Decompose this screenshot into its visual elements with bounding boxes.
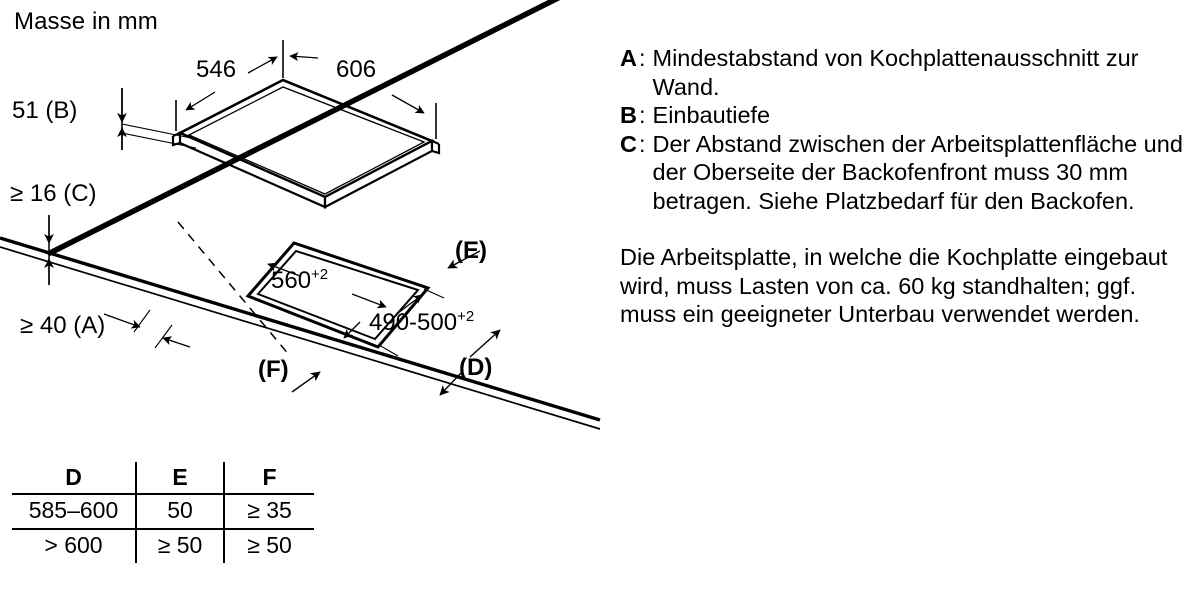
legend-item-a: A: Mindestabstand von Kochplattenausschn… xyxy=(620,44,1190,101)
legend-item-b: B: Einbautiefe xyxy=(620,101,1190,130)
legend-key-b: B xyxy=(620,102,637,128)
dimension-label-606: 606 xyxy=(336,56,377,83)
dim-490-value: 490-500 xyxy=(369,309,458,336)
table-cell-e-2: ≥ 50 xyxy=(135,529,224,563)
leader-51-top xyxy=(121,123,197,140)
worktop-upper-plane xyxy=(47,0,561,256)
dimension-label-490-500: 490-500+2 xyxy=(369,308,475,336)
callout-d-arrow-down xyxy=(439,371,463,396)
callout-e-text: (E) xyxy=(455,237,487,264)
legend-colon-b: : xyxy=(638,102,646,128)
worktop-cutout xyxy=(245,241,431,349)
callout-d-arrow-up xyxy=(469,329,501,358)
table-header-f: F xyxy=(223,462,314,495)
callout-label-e: (E) xyxy=(455,238,487,264)
dim-490-superscript: +2 xyxy=(457,308,475,325)
legend-key-c: C xyxy=(620,130,637,157)
table-row: 585–600 50 ≥ 35 xyxy=(12,494,314,530)
callout-e-leader xyxy=(447,250,481,269)
table-header-e: E xyxy=(135,462,224,495)
dim-arrow-606-left xyxy=(289,52,319,62)
table-cell-f-1: ≥ 35 xyxy=(223,494,314,530)
worktop-front-edge-inner xyxy=(0,246,601,430)
dimension-label-40-a: ≥ 40 (A) xyxy=(20,312,106,339)
dimension-label-51-b: 51 (B) xyxy=(12,98,77,124)
worktop-lower-plane xyxy=(0,236,601,430)
callout-label-f: (F) xyxy=(258,357,289,383)
legend-item-c: C: Der Abstand zwischen der Arbeitsplatt… xyxy=(620,130,1190,216)
dim-arrow-560-left xyxy=(267,262,301,277)
dimension-label-51-b-text: 51 (B) xyxy=(12,97,78,124)
dim-arrow-490-up xyxy=(397,294,423,314)
table-cell-e-1: 50 xyxy=(135,494,224,530)
worktop-upper-edge-thick xyxy=(47,0,561,256)
leader-51-bottom xyxy=(121,132,197,149)
dimension-label-16-c: ≥ 16 (C) xyxy=(10,180,97,207)
dim-560-superscript: +2 xyxy=(311,266,329,283)
dimension-label-560: 560+2 xyxy=(271,266,329,294)
table-cell-d-2: > 600 xyxy=(44,532,103,558)
dimension-560 xyxy=(267,262,387,309)
dim-arrow-546-left xyxy=(185,91,216,111)
dimension-table: D E F 585–600 50 ≥ 35 > 600 ≥ 50 ≥ 50 xyxy=(12,462,314,563)
ext-490-top xyxy=(423,288,445,299)
ext-40-b xyxy=(154,324,173,349)
dim-arrow-40-right xyxy=(103,313,141,329)
callout-d-text: (D) xyxy=(459,354,493,381)
callout-d-leader xyxy=(439,329,501,396)
table-row: > 600 ≥ 50 ≥ 50 xyxy=(12,529,314,563)
dimension-40-a xyxy=(103,309,191,349)
dimension-51-b xyxy=(117,88,197,150)
dim-arrow-546-right xyxy=(247,56,278,74)
dim-arrow-490-down xyxy=(343,321,361,339)
legend-colon-c: : xyxy=(638,130,646,157)
dimension-label-546: 546 xyxy=(196,56,237,83)
ext-40-a xyxy=(133,309,151,333)
hob-right-lip xyxy=(431,139,441,155)
callout-f-arrow xyxy=(291,371,321,393)
legend-text-a: Mindestabstand von Kochplattenausschnitt… xyxy=(652,45,1139,100)
dim-560-value: 560 xyxy=(271,267,312,294)
dimension-546 xyxy=(175,40,284,131)
table-header-d: D xyxy=(12,462,136,495)
load-capacity-paragraph: Die Arbeitsplatte, in welche die Kochpla… xyxy=(620,244,1168,327)
legend-text-c: Der Abstand zwischen der Arbeitsplattenf… xyxy=(652,130,1183,214)
hob-body xyxy=(171,78,441,209)
hob-top-face xyxy=(176,78,436,199)
dashed-alignment-line xyxy=(177,221,291,357)
projection-dashed-line xyxy=(177,221,291,357)
callout-label-d: (D) xyxy=(459,355,492,381)
callout-f-leader xyxy=(291,371,321,393)
dimension-490-500 xyxy=(343,288,445,357)
hob-glass-bevel xyxy=(187,86,426,195)
dim-arrow-606-right xyxy=(391,94,425,114)
legend-colon-a: : xyxy=(638,45,646,71)
ext-490-bottom xyxy=(378,344,399,357)
worktop-front-edge-outer xyxy=(0,236,601,422)
dimension-606 xyxy=(289,52,437,139)
table-cell-d-1: 585–600 xyxy=(12,494,136,530)
legend-notes: A: Mindestabstand von Kochplattenausschn… xyxy=(620,44,1190,329)
dim-arrow-560-right xyxy=(351,293,387,309)
dim-arrow-40-left xyxy=(162,336,191,348)
installation-diagram xyxy=(0,0,601,430)
callout-e-arrow xyxy=(447,250,481,269)
page-title: Masse in mm xyxy=(14,8,158,35)
legend-text-b: Einbautiefe xyxy=(652,102,771,128)
cutout-inner xyxy=(256,249,420,341)
table-header-row: D E F xyxy=(12,462,314,495)
legend-key-a: A xyxy=(620,45,637,71)
table-cell-f-2: ≥ 50 xyxy=(223,529,314,563)
callout-f-text: (F) xyxy=(258,356,289,383)
